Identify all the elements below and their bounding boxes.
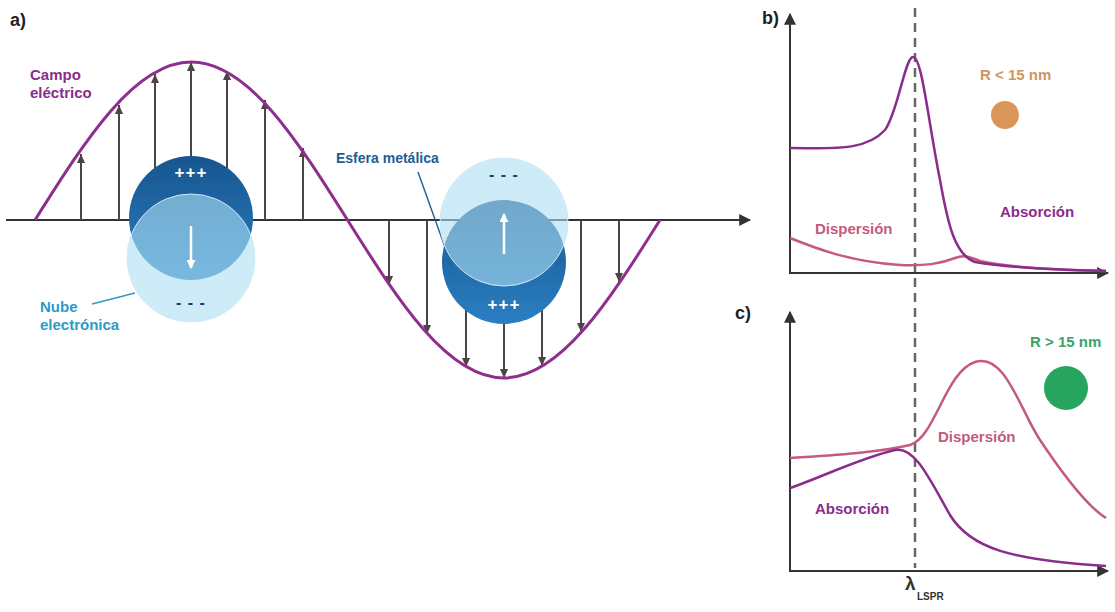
displacement-arrow (503, 214, 506, 254)
field-label: Campo eléctrico (30, 66, 114, 102)
field-vector (264, 100, 266, 220)
absorption-curve (790, 57, 1106, 271)
large-particle (1044, 366, 1088, 410)
field-vector (388, 220, 390, 285)
y-axis (789, 14, 791, 274)
absorption-label: Absorción (1000, 203, 1074, 221)
panel-letter: b) (762, 8, 779, 30)
scattering-label: Dispersión (938, 428, 1016, 446)
field-vector (580, 220, 582, 332)
electric-field-wave (35, 62, 660, 378)
wavelength-symbol: λ (905, 573, 916, 596)
scattering-label: Dispersión (815, 220, 893, 238)
scattering-curve (790, 238, 1106, 271)
field-vector (302, 148, 304, 220)
field-vector (426, 220, 428, 334)
field-vector (618, 220, 620, 282)
displacement-arrow (190, 226, 193, 268)
sphere-label: Esfera metálica (336, 150, 439, 167)
positive-charge: +++ (175, 164, 208, 183)
small-particle (991, 101, 1019, 129)
positive-charge: +++ (488, 296, 521, 315)
negative-charge: - - - (489, 166, 519, 184)
x-axis (789, 570, 1108, 572)
field-vector (80, 154, 82, 220)
size-label: R > 15 nm (1030, 333, 1101, 351)
panel-letter: c) (735, 303, 751, 325)
leader-line (92, 293, 135, 304)
electron-cloud (440, 158, 568, 286)
wavelength-subscript: LSPR (917, 591, 944, 603)
y-axis (789, 312, 791, 572)
propagation-axis (6, 219, 750, 221)
absorption-label: Absorción (815, 500, 889, 518)
size-label: R < 15 nm (980, 66, 1051, 84)
panel-letter: a) (10, 10, 26, 32)
scattering-curve (790, 361, 1106, 518)
metal-sphere: +++ - - - (125, 156, 257, 324)
absorption-curve (790, 450, 1106, 566)
metal-sphere: - - - +++ (438, 158, 570, 326)
electron-cloud (127, 194, 255, 322)
cloud-label: Nube electrónica (40, 298, 140, 334)
field-vectors (81, 62, 619, 378)
resonance-line (914, 8, 917, 568)
field-vector (118, 105, 120, 220)
x-axis (789, 272, 1108, 274)
negative-charge: - - - (176, 294, 206, 312)
